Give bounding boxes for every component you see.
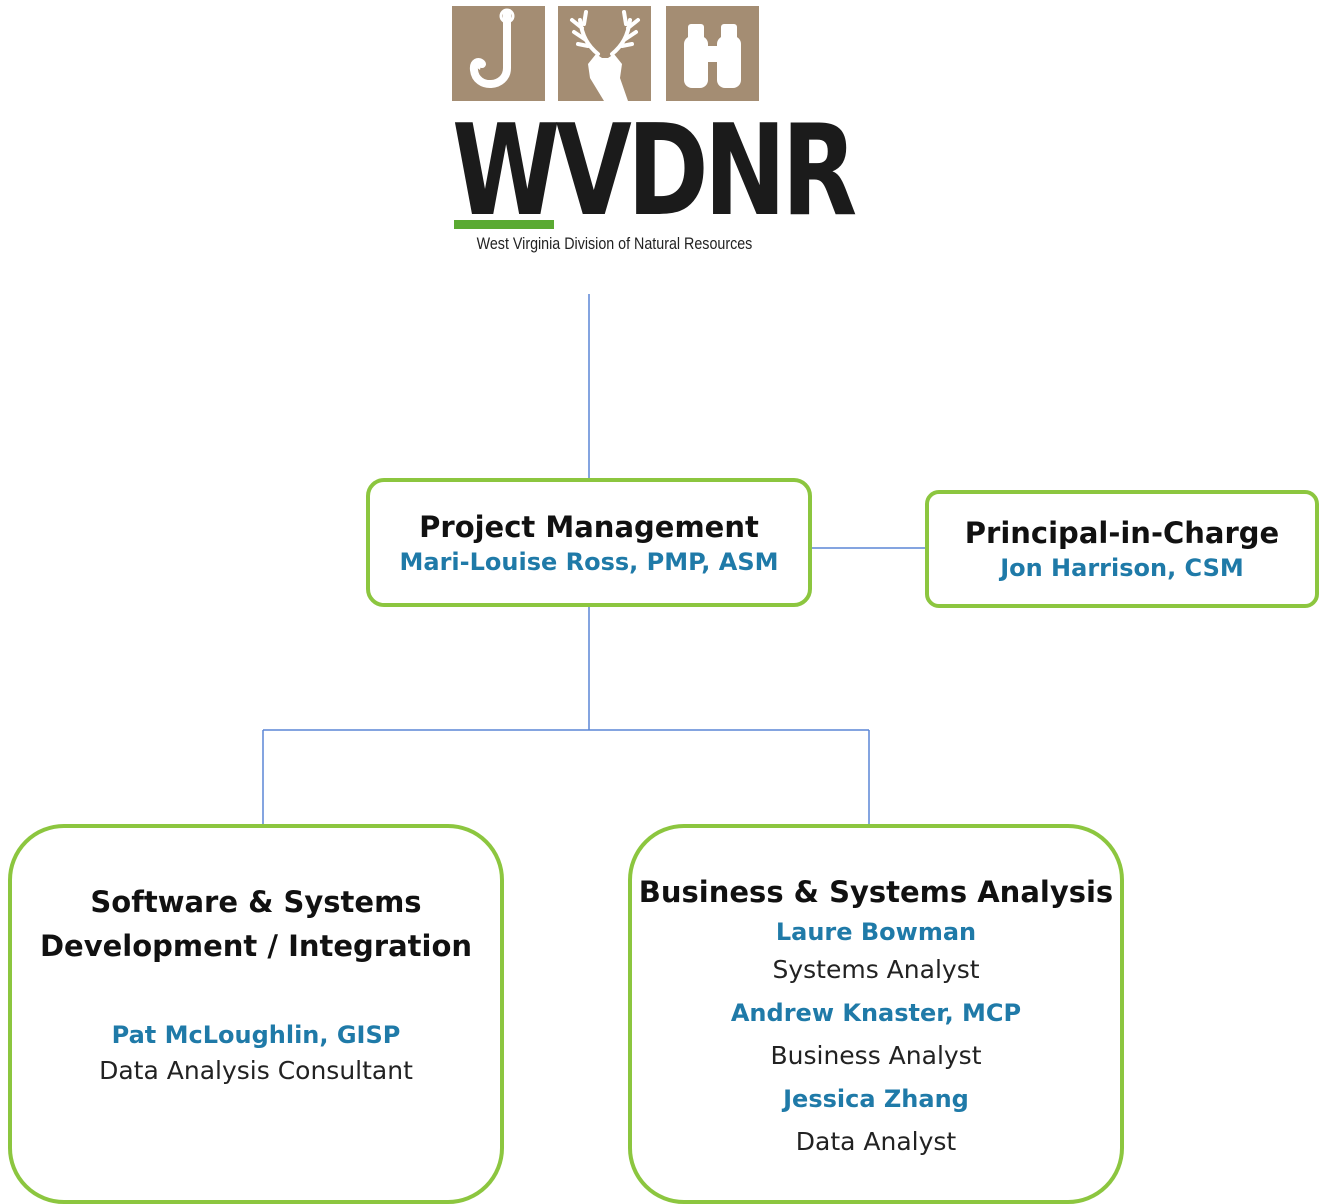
member-name: Laure Bowman [775,918,977,946]
fish-hook-icon [452,6,545,101]
member-name: Pat McLoughlin, GISP [111,1021,401,1049]
principal-in-charge-box: Principal-in-Charge Jon Harrison, CSM [925,490,1319,608]
member-name: Andrew Knaster, MCP [730,999,1022,1027]
logo-subtitle: West Virginia Division of Natural Resour… [476,234,753,253]
logo-accent-bar [454,220,554,229]
project-management-box: Project Management Mari-Louise Ross, PMP… [366,478,812,607]
software-title-line2: Development / Integration [39,929,473,963]
principal-name: Jon Harrison, CSM [1000,554,1244,582]
business-analysis-box: Business & Systems Analysis Laure Bowman… [628,824,1124,1204]
member-role: Business Analyst [770,1041,982,1070]
project-management-title: Project Management [419,509,759,544]
member-role: Data Analysis Consultant [99,1056,413,1085]
project-manager-name: Mari-Louise Ross, PMP, ASM [399,547,779,576]
member-name: Jessica Zhang [783,1085,969,1113]
member-role: Systems Analyst [772,955,980,984]
software-development-box: Software & Systems Development / Integra… [8,824,504,1204]
deer-icon [558,6,651,101]
software-title-line1: Software & Systems [90,885,422,919]
wvdnr-logo: WVDNR West Virginia Division of Natural … [452,6,857,260]
business-title: Business & Systems Analysis [638,875,1114,909]
principal-title: Principal-in-Charge [964,516,1280,550]
binoculars-icon [666,6,759,101]
member-role: Data Analyst [795,1127,957,1156]
